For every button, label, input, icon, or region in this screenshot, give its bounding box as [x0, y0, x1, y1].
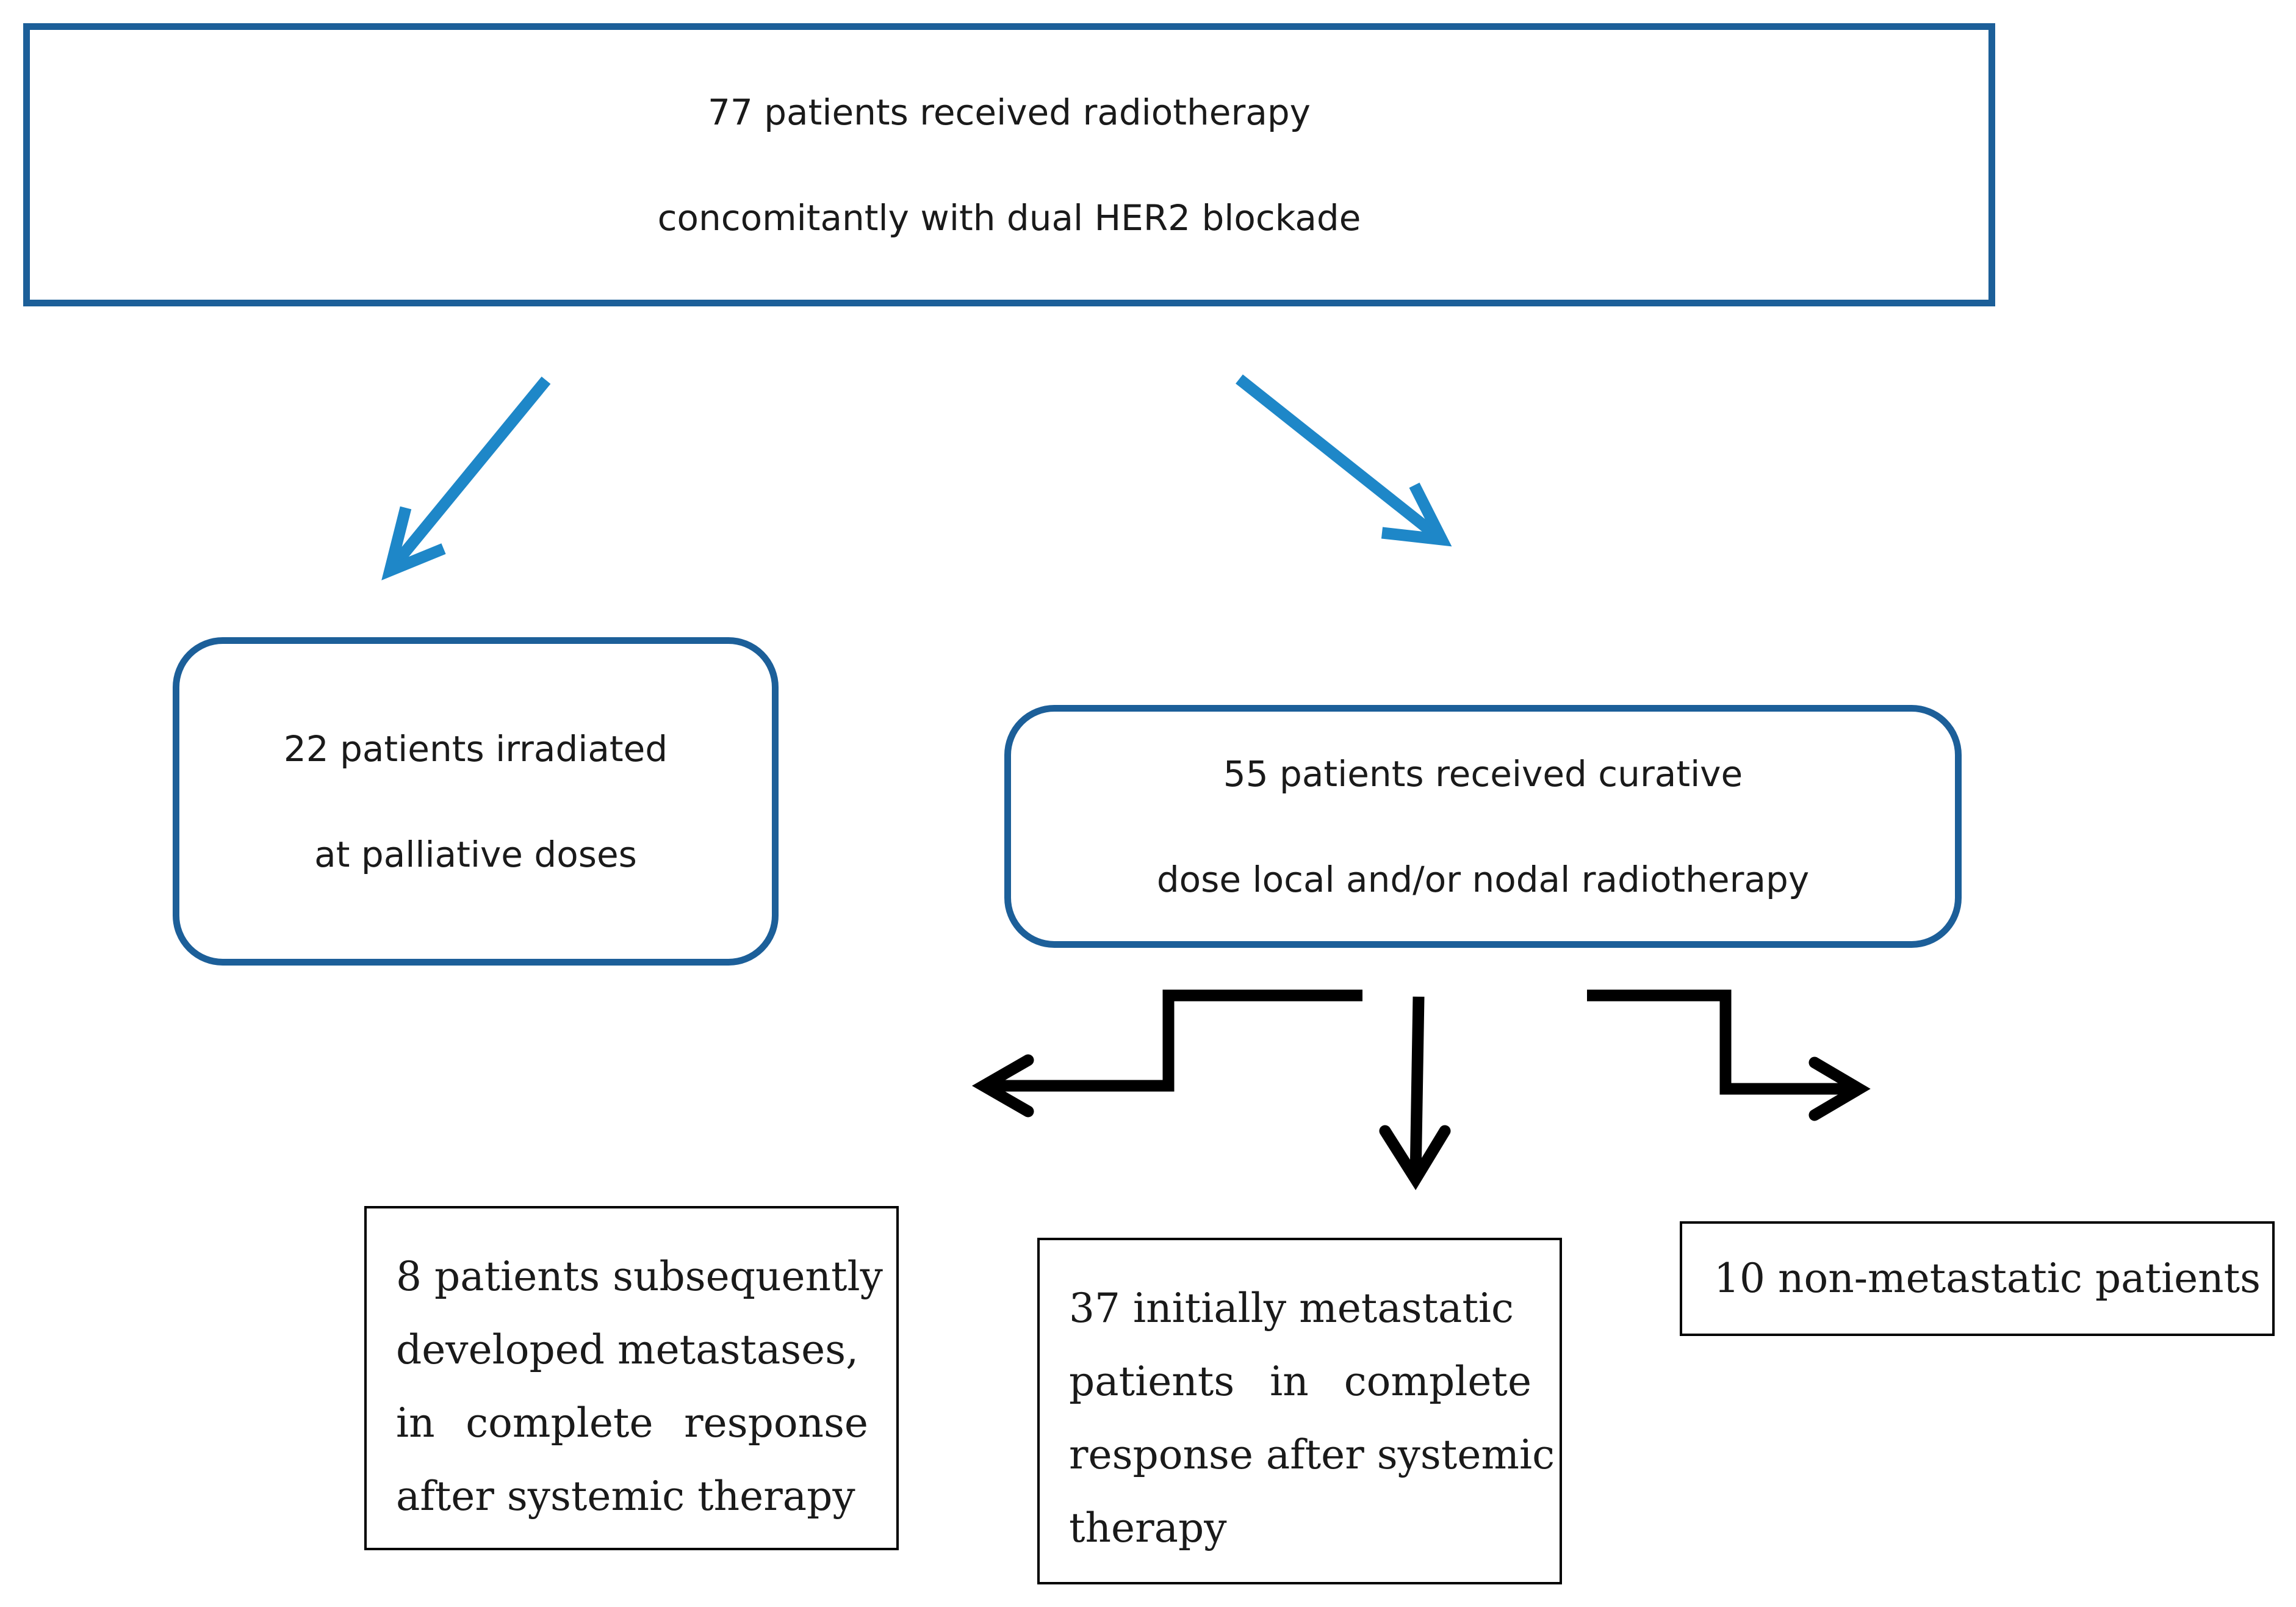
subsequent-line3-word2: complete [466, 1399, 653, 1446]
palliative-line1: 22 patients irradiated [283, 728, 668, 770]
arrow-to-nonmetastatic [1587, 989, 1871, 1121]
curative-line2: dose local and/or nodal radiotherapy [1156, 858, 1810, 900]
total-patients-box: 77 patients received radiotherapy concom… [23, 23, 1995, 306]
total-patients-line1: 77 patients received radiotherapy [707, 91, 1311, 133]
arrow-to-curative [1236, 374, 1452, 547]
subsequent-line1: 8 patients subsequently [396, 1253, 883, 1300]
non-metastatic-box: 10 non-metastatic patients [1680, 1221, 2275, 1336]
non-metastatic-line1: 10 non-metastatic patients [1714, 1255, 2261, 1302]
curative-box: 55 patients received curative dose local… [1004, 705, 1962, 948]
arrow-to-initial [1379, 996, 1451, 1191]
subsequent-line4: after systemic therapy [396, 1473, 855, 1520]
palliative-line2: at palliative doses [314, 833, 637, 875]
initial-line1: 37 initially metastatic [1069, 1285, 1514, 1332]
initial-line2-word2: in [1270, 1358, 1309, 1405]
subsequent-line3-word3: response [684, 1399, 868, 1446]
palliative-box: 22 patients irradiated at palliative dos… [173, 637, 779, 966]
arrow-to-subsequent [971, 989, 1362, 1118]
initial-line4: therapy [1069, 1504, 1227, 1551]
initial-line3: response after systemic [1069, 1431, 1555, 1478]
initial-line2-word3: complete [1344, 1358, 1531, 1405]
curative-line1: 55 patients received curative [1223, 753, 1743, 795]
initial-line2-word1: patients [1069, 1358, 1235, 1405]
initial-line2: patients in complete [1069, 1345, 1531, 1418]
total-patients-line2: concomitantly with dual HER2 blockade [657, 197, 1361, 239]
subsequent-line2: developed metastases, [396, 1326, 859, 1373]
arrow-to-palliative [381, 376, 551, 580]
subsequent-metastases-box: 8 patients subsequently developed metast… [364, 1206, 899, 1550]
initially-metastatic-box: 37 initially metastatic patients in comp… [1037, 1238, 1562, 1584]
subsequent-line3-word1: in [396, 1399, 435, 1446]
subsequent-line3: in complete response [396, 1387, 868, 1460]
